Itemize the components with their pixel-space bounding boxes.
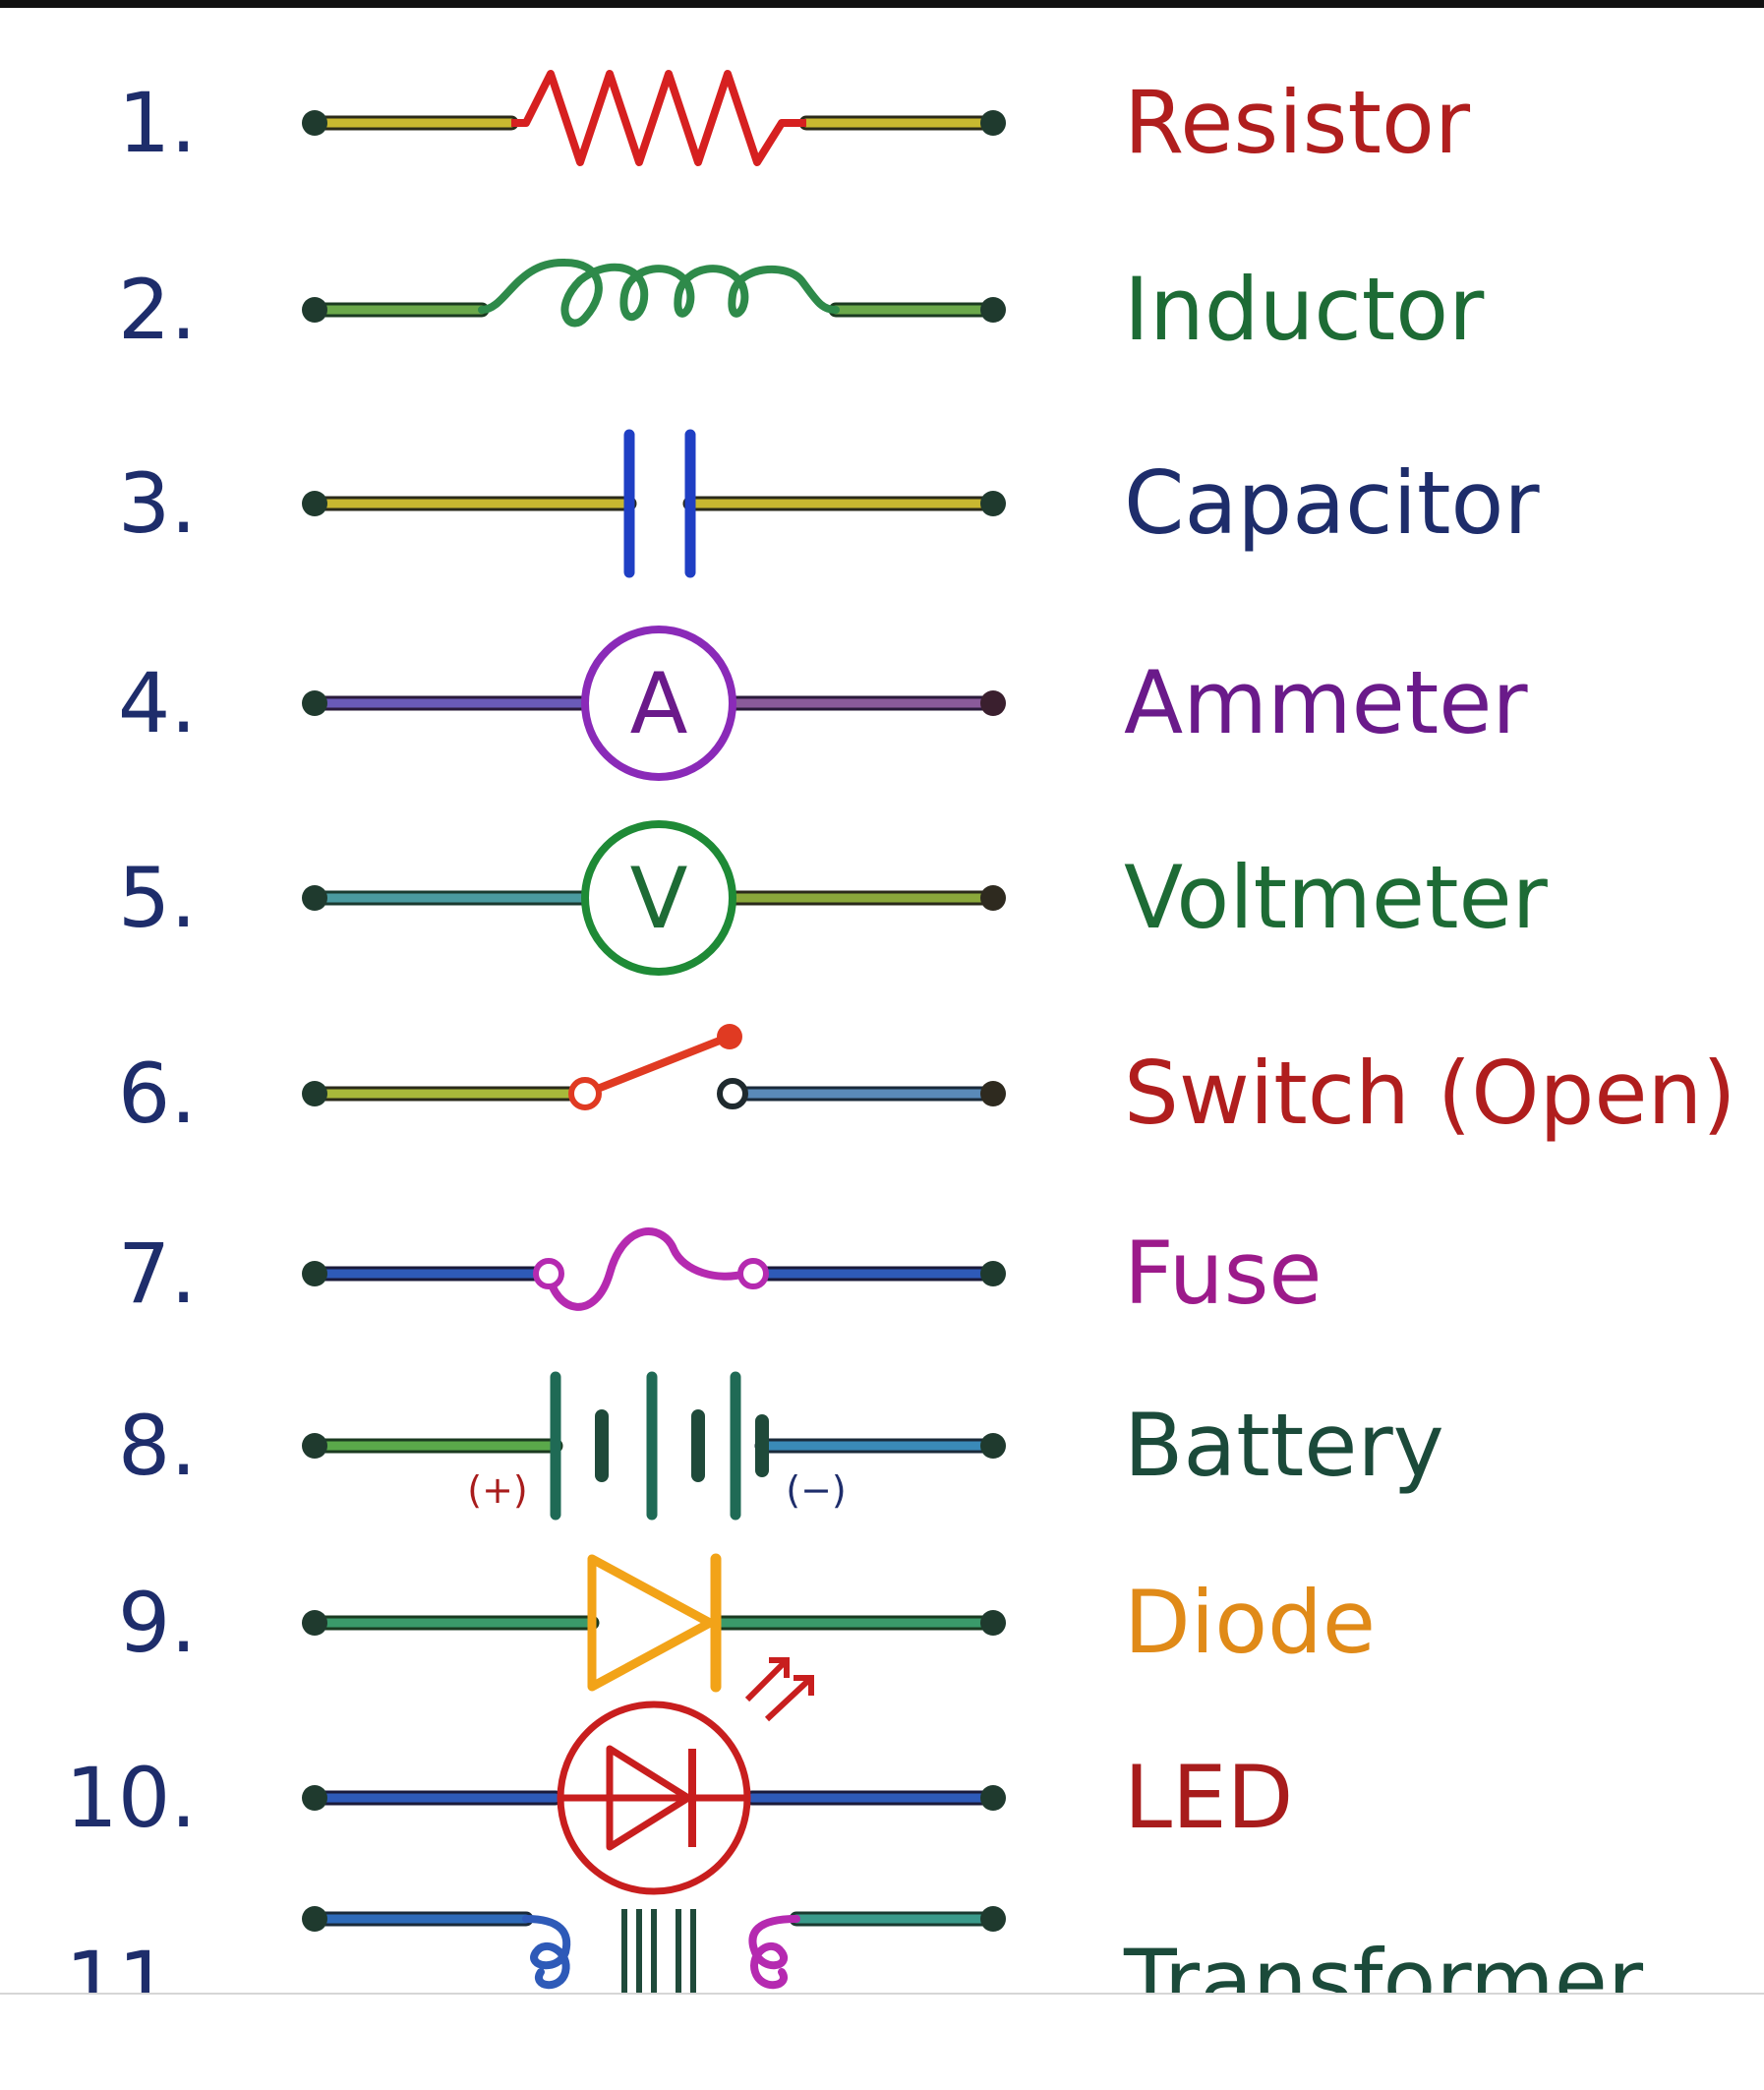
voltmeter-letter: V: [630, 850, 688, 948]
led-symbol: [302, 1657, 1006, 1895]
bottom-margin: [0, 1995, 1764, 2014]
item-number: 9.: [117, 1575, 197, 1671]
bottom-divider: [0, 1993, 1764, 1995]
item-label: Battery: [1124, 1395, 1444, 1496]
item-number: 10.: [65, 1750, 197, 1846]
voltmeter-symbol: V: [302, 820, 1006, 976]
switch-symbol: [302, 1024, 1006, 1110]
item-number: 3.: [117, 455, 197, 552]
resistor-symbol: [302, 70, 1006, 166]
battery-negative-label: (−): [786, 1468, 847, 1512]
item-number: 2.: [117, 262, 197, 358]
item-label: LED: [1124, 1747, 1294, 1848]
diode-symbol: [302, 1553, 1006, 1693]
top-border: [0, 0, 1764, 8]
capacitor-symbol: [302, 429, 1006, 578]
item-label: Switch (Open): [1124, 1043, 1736, 1144]
ammeter-letter: A: [630, 655, 688, 753]
item-number: 7.: [117, 1225, 197, 1322]
item-label: Resistor: [1124, 72, 1470, 173]
item-number: 4.: [117, 655, 197, 751]
item-label: Voltmeter: [1124, 847, 1548, 948]
transformer-symbol: [302, 1906, 1006, 2011]
item-label: Ammeter: [1124, 652, 1528, 753]
item-label: Capacitor: [1124, 452, 1540, 554]
item-label: Inductor: [1124, 259, 1485, 360]
ammeter-symbol: A: [302, 626, 1006, 781]
item-number: 1.: [117, 75, 197, 171]
item-number: 11.: [65, 1934, 197, 2030]
battery-symbol: (+) (−): [302, 1371, 1006, 1521]
item-number: 6.: [117, 1045, 197, 1142]
item-label: Fuse: [1124, 1223, 1323, 1324]
battery-positive-label: (+): [467, 1468, 528, 1512]
inductor-symbol: [302, 258, 1006, 328]
item-number: 8.: [117, 1398, 197, 1494]
item-label: Diode: [1124, 1572, 1377, 1673]
item-label: Transformer: [1124, 1931, 1644, 2032]
item-number: 5.: [117, 850, 197, 946]
fuse-symbol: [302, 1227, 1006, 1311]
